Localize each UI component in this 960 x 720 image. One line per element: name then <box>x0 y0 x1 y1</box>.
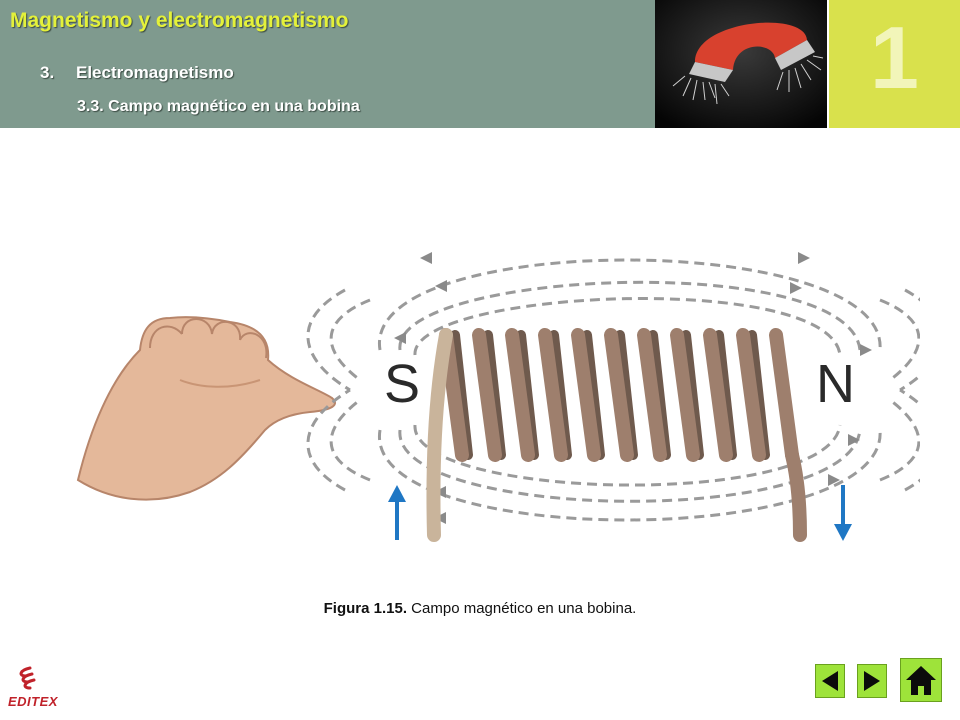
horseshoe-magnet-image <box>655 0 827 128</box>
section-heading: 3. Electromagnetismo <box>40 63 234 83</box>
triangle-left-icon <box>822 671 838 691</box>
editex-logo-icon <box>19 666 36 690</box>
coil-right-lead <box>785 448 807 542</box>
coil-front-turns <box>439 328 799 462</box>
section-number: 3. <box>40 63 55 82</box>
editex-logo: EDITEX <box>8 664 78 712</box>
current-arrow-up <box>388 485 406 540</box>
chapter-number: 1 <box>870 8 919 107</box>
caption-text: Campo magnético en una bobina. <box>407 600 637 617</box>
current-arrow-down <box>834 485 852 541</box>
figure-caption: Figura 1.15. Campo magnético en una bobi… <box>0 600 960 617</box>
editex-logo-text: EDITEX <box>8 694 58 709</box>
subsection-heading: 3.3. Campo magnético en una bobina <box>77 98 360 115</box>
section-title: Electromagnetismo <box>76 63 234 82</box>
header-banner: Magnetismo y electromagnetismo 3. Electro… <box>0 0 655 128</box>
previous-button[interactable] <box>815 664 845 698</box>
home-button[interactable] <box>900 658 942 702</box>
home-icon <box>906 666 936 695</box>
north-pole-label: N <box>816 354 855 414</box>
coil-field-figure: S N <box>70 230 944 560</box>
next-button[interactable] <box>857 664 887 698</box>
coil-left-lead <box>426 328 453 542</box>
south-pole-label: S <box>384 354 420 414</box>
chapter-badge: 1 <box>829 0 960 128</box>
right-hand-illustration <box>76 316 336 501</box>
page-title: Magnetismo y electromagnetismo <box>10 9 349 32</box>
caption-label: Figura 1.15. <box>323 600 408 617</box>
triangle-right-icon <box>864 671 880 691</box>
